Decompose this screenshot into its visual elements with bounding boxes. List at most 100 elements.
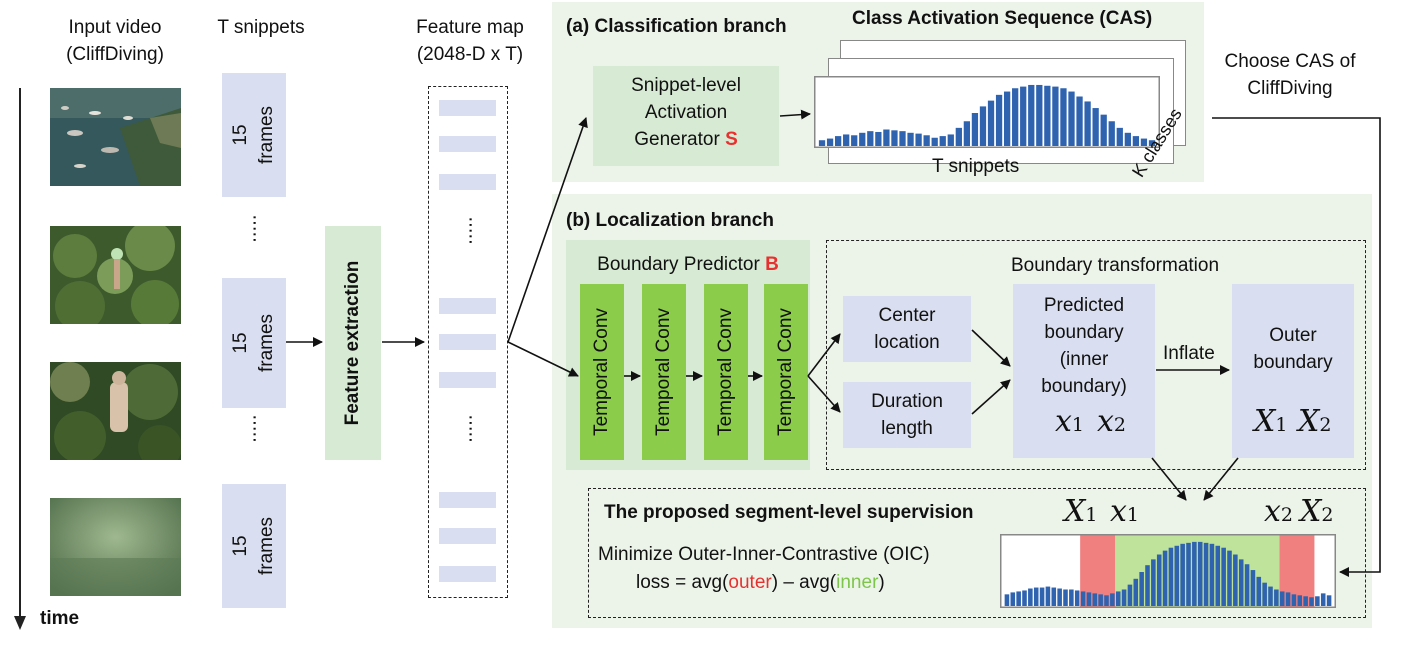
cas-bar xyxy=(1100,114,1107,146)
cas-bar xyxy=(915,133,922,146)
cas-bar xyxy=(1215,545,1221,606)
feature-vector xyxy=(439,100,496,116)
cas-bar xyxy=(1016,591,1021,606)
cas-bar xyxy=(947,134,954,146)
snippet-number: 15 xyxy=(230,124,251,146)
predicted-boundary-box: Predicted boundary (inner boundary) x1 x… xyxy=(1013,284,1155,458)
cas-bar xyxy=(1221,547,1226,606)
cas-bar xyxy=(1315,596,1320,606)
loss-outer: outer xyxy=(728,572,772,593)
cas-bar xyxy=(1244,564,1250,606)
cas-bar xyxy=(1052,86,1059,146)
cas-bar xyxy=(1110,593,1115,606)
cas-bar xyxy=(1238,559,1244,606)
cas-bar xyxy=(1133,578,1139,606)
feature-ellipsis-1: ····· xyxy=(460,216,482,245)
cas-bar xyxy=(867,131,874,146)
cas-bar xyxy=(1132,136,1140,146)
cas-bar xyxy=(891,130,898,146)
cas-bar xyxy=(899,131,906,146)
cas-bar xyxy=(1084,101,1091,146)
cas-bar xyxy=(987,100,995,146)
supervision-title: The proposed segment-level supervision xyxy=(604,502,974,523)
cas-bar xyxy=(1148,140,1156,146)
predicted-line2: boundary xyxy=(1044,322,1124,343)
cas-bar xyxy=(1174,545,1180,606)
outer-line2: boundary xyxy=(1253,352,1333,373)
cas-bar xyxy=(1098,594,1103,606)
feature-extraction-label: Feature extraction xyxy=(342,260,363,426)
predictor-title-text: Boundary Predictor xyxy=(597,254,760,275)
cas-bar xyxy=(923,135,930,146)
cas-bar xyxy=(1320,593,1326,606)
loss-suffix: ) xyxy=(878,572,885,593)
time-label: time xyxy=(40,608,80,629)
duration-line1: Duration xyxy=(871,391,943,412)
video-frame-3 xyxy=(50,362,181,460)
localization-branch-title: (b) Localization branch xyxy=(566,210,774,231)
oic-X1: X1 xyxy=(1064,494,1098,529)
generator-line1: Snippet-level xyxy=(631,75,741,96)
cas-bar xyxy=(1297,595,1303,606)
oic-line1: Minimize Outer-Inner-Contrastive (OIC) xyxy=(598,544,930,565)
snippet-number: 15 xyxy=(230,332,251,354)
temporal-conv-3: Temporal Conv xyxy=(704,284,748,460)
t-snippets-title: T snippets xyxy=(217,17,305,38)
cas-bar xyxy=(1285,592,1291,606)
cas-bar xyxy=(1092,108,1099,146)
cas-bar xyxy=(1003,91,1011,146)
loss-prefix: loss = avg( xyxy=(636,572,729,593)
cas-bar xyxy=(995,94,1003,146)
cas-bar xyxy=(1051,587,1057,606)
cas-bar xyxy=(1069,589,1074,606)
cas-bar xyxy=(1256,576,1262,606)
feature-vector xyxy=(439,136,496,152)
predicted-line1: Predicted xyxy=(1043,295,1125,316)
cas-bar xyxy=(1039,587,1045,606)
cas-bar xyxy=(1020,86,1027,146)
cas-bar xyxy=(1028,588,1033,606)
feature-extraction-box: Feature extraction xyxy=(325,226,381,460)
cas-bar xyxy=(1076,96,1083,146)
center-line1: Center xyxy=(878,305,936,326)
cas-bar xyxy=(1156,554,1162,606)
feature-vector xyxy=(439,334,496,350)
feature-vector xyxy=(439,492,496,508)
input-video-title: Input video (CliffDiving) xyxy=(40,14,190,68)
feature-map-title-line2: (2048-D x T) xyxy=(416,44,524,65)
cas-bar xyxy=(1044,85,1051,146)
cas-bar xyxy=(1086,592,1092,606)
cas-bar xyxy=(883,129,890,146)
cas-bar xyxy=(1274,589,1279,606)
oic-loss: loss = avg(outer) – avg(inner) xyxy=(636,572,885,594)
video-frame-2 xyxy=(50,226,181,324)
cas-bar xyxy=(1092,593,1098,606)
feature-map-title-line1: Feature map xyxy=(416,17,524,38)
cas-bar xyxy=(851,135,858,146)
duration-length-box: Duration length xyxy=(843,382,971,448)
cas-bar xyxy=(1262,582,1267,606)
outer-X2: X2 xyxy=(1298,404,1332,439)
snippet-number: 15 xyxy=(230,535,251,557)
conv-label: Temporal Conv xyxy=(715,308,736,436)
outer-boundary-box: Outer boundary X1 X2 xyxy=(1232,284,1354,458)
oic-x2: x2 xyxy=(1264,494,1294,529)
video-frame-1 xyxy=(50,88,181,186)
snippet-box-1: 15 frames xyxy=(222,73,286,197)
conv-label: Temporal Conv xyxy=(591,308,612,436)
cas-bar xyxy=(1108,121,1115,146)
cas-bar xyxy=(1074,590,1080,606)
cas-bar xyxy=(843,134,850,146)
predicted-line4: boundary) xyxy=(1041,376,1127,397)
cas-bar xyxy=(1004,594,1010,606)
cas-bar xyxy=(1124,132,1131,146)
cas-bar xyxy=(931,137,938,146)
cas-bar xyxy=(1192,541,1197,606)
inner-x1: x1 xyxy=(1055,404,1085,439)
time-axis-arrow xyxy=(14,88,26,630)
temporal-conv-4: Temporal Conv xyxy=(764,284,808,460)
classification-branch-title: (a) Classification branch xyxy=(566,16,787,37)
snippet-ellipsis-1: ····· xyxy=(244,214,266,243)
outer-region-1 xyxy=(1080,535,1116,607)
inflate-label: Inflate xyxy=(1163,343,1215,364)
